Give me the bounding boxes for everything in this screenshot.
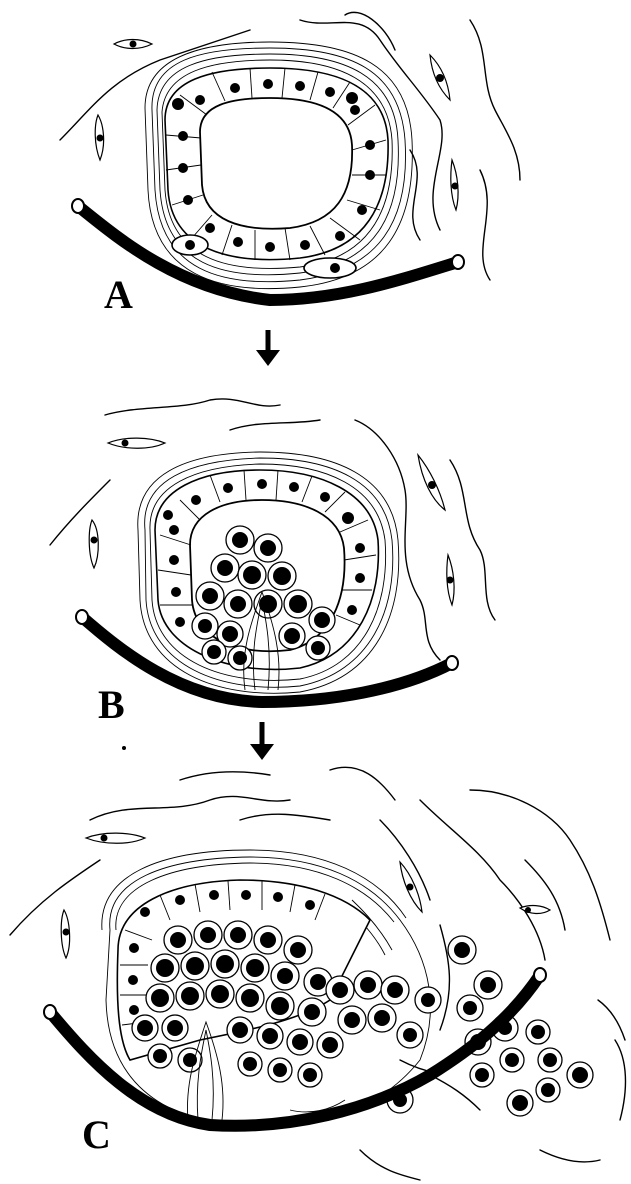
panel-label-a: A — [104, 272, 133, 317]
arrow-down-icon — [256, 330, 280, 366]
panel-c: C — [10, 767, 625, 1180]
arrow-down-icon — [250, 722, 274, 760]
panel-a: A — [60, 12, 520, 317]
follicle-lumen-a — [200, 98, 352, 229]
panel-label-b: B — [98, 682, 125, 727]
panel-b: B — [50, 399, 495, 727]
epithelial-layer-b — [155, 470, 378, 669]
epithelial-layer-a — [165, 68, 388, 260]
panel-label-c: C — [82, 1112, 111, 1157]
